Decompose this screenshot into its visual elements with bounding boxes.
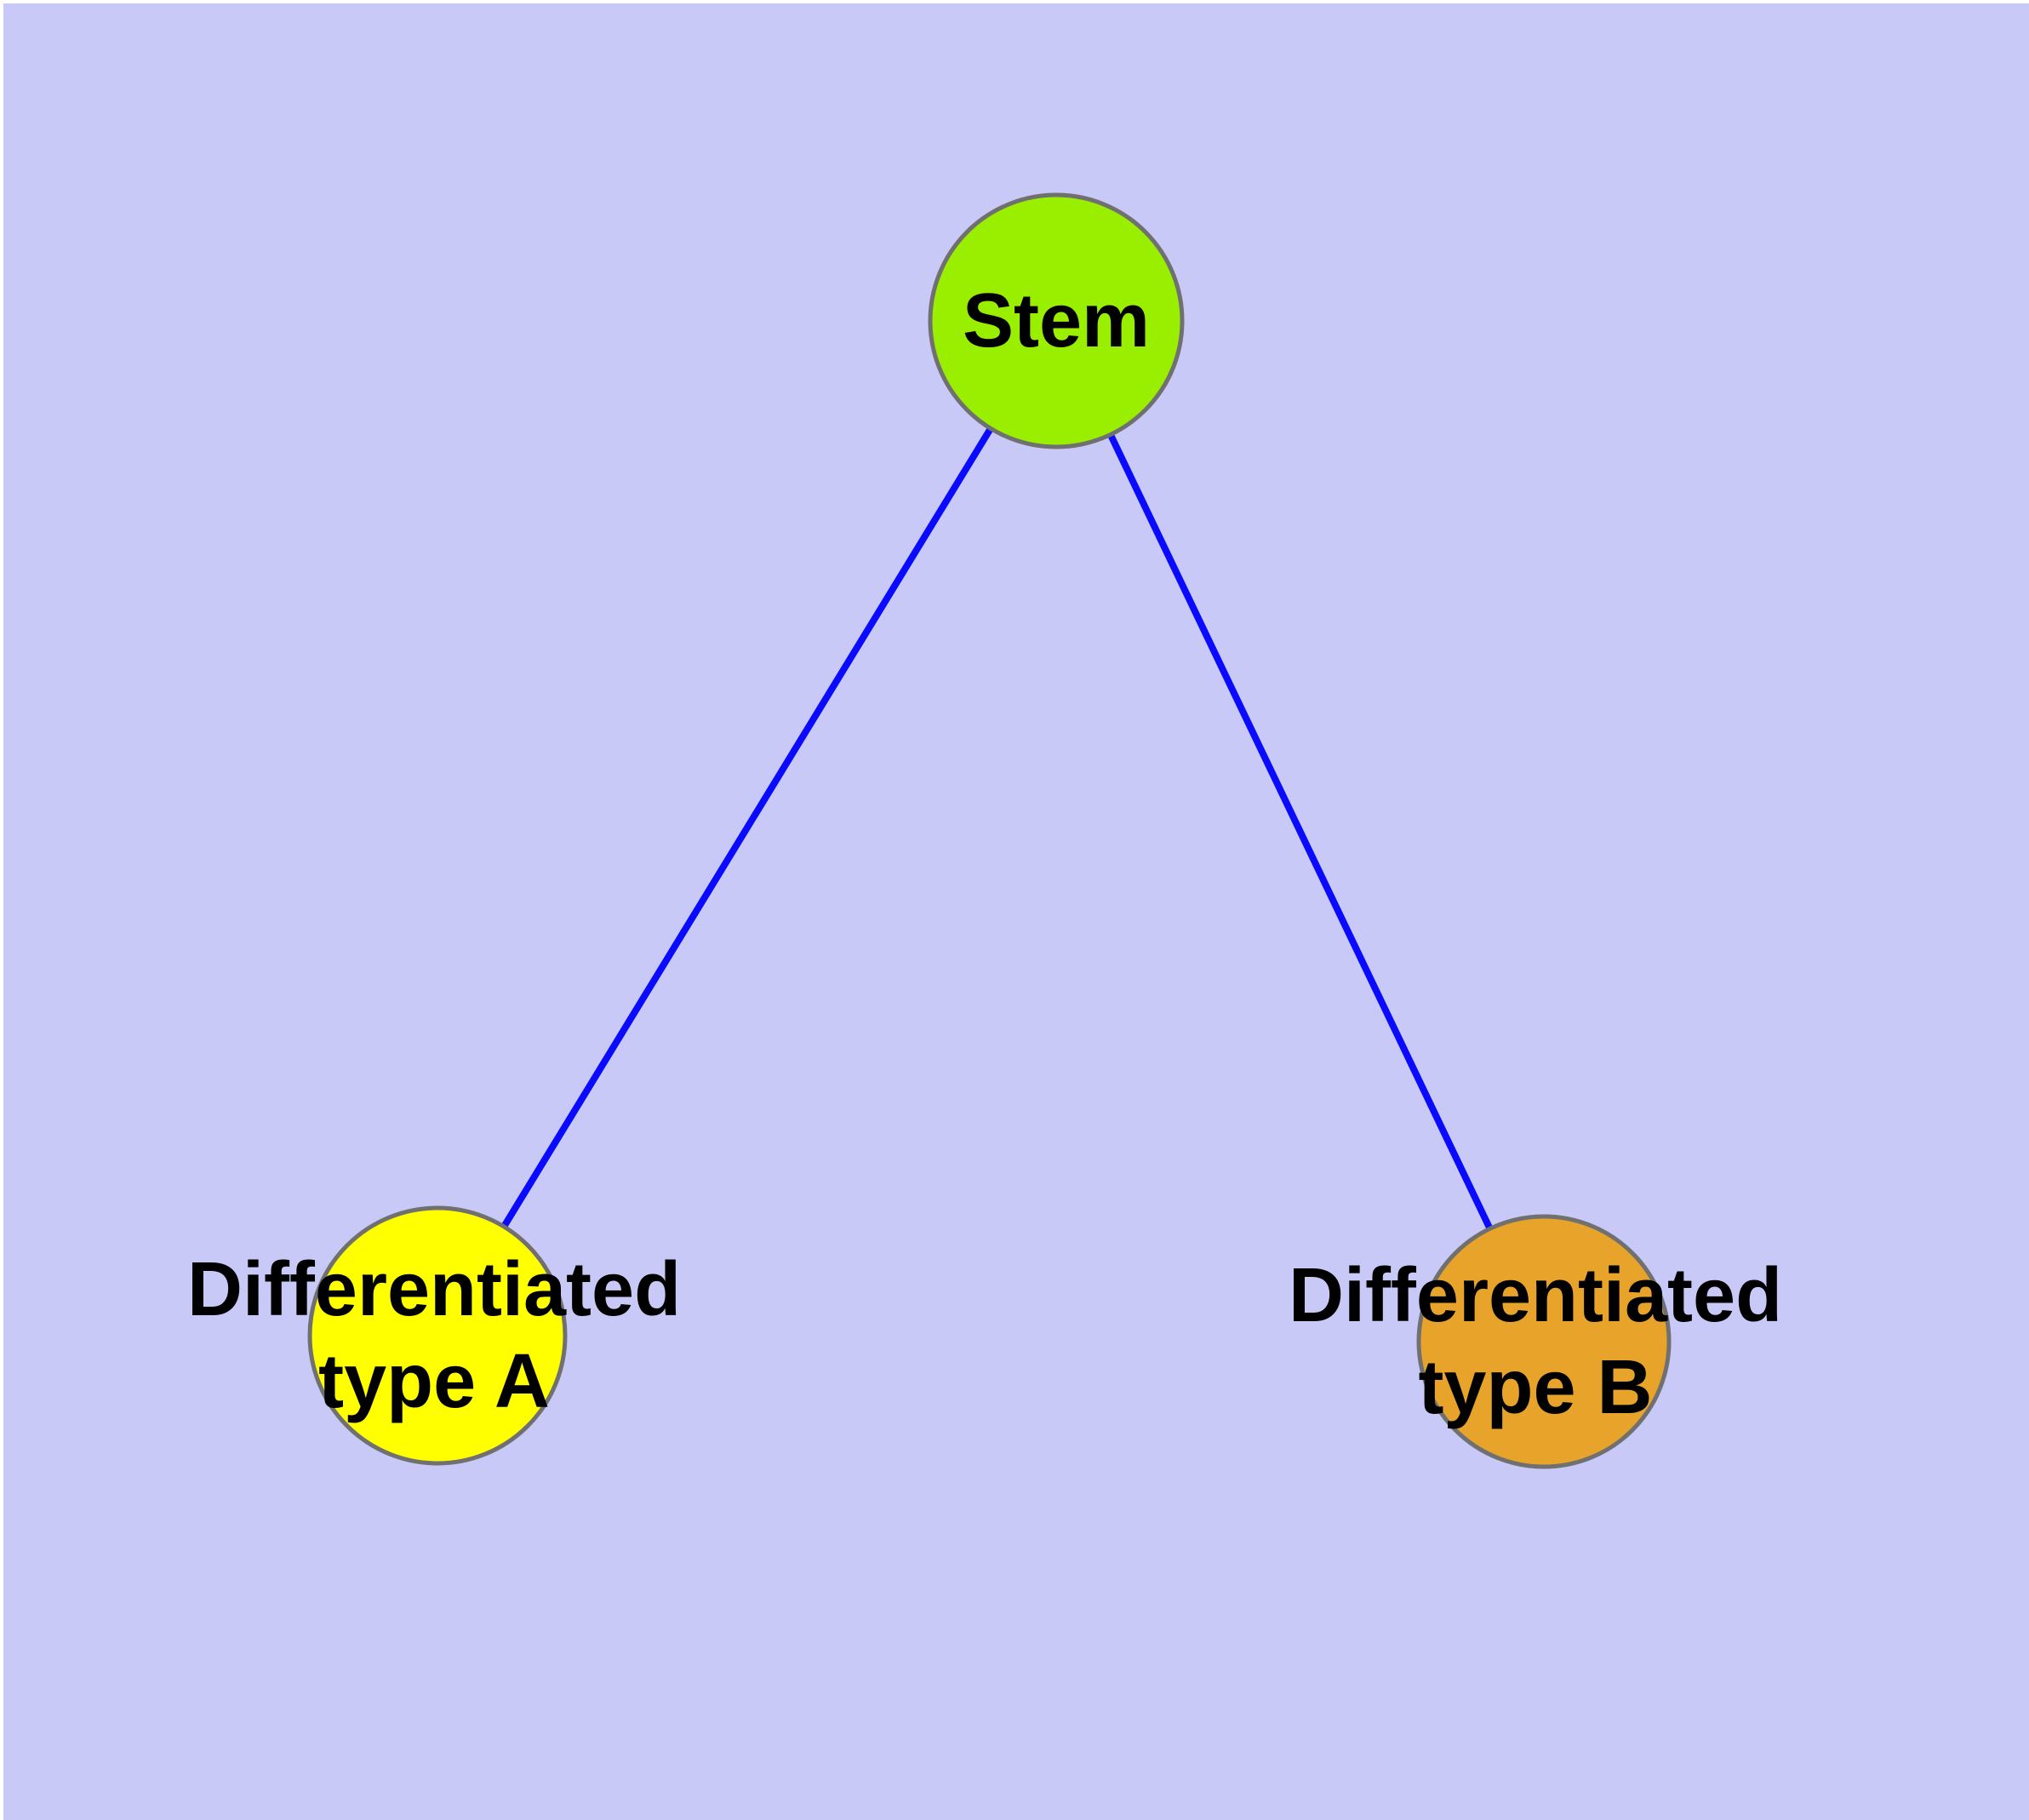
node-circle-stem (928, 192, 1185, 449)
edge-stem-to-type-b (1053, 319, 1547, 1343)
node-label-stem: Stem (963, 275, 1150, 367)
node-circle-type-a (307, 1205, 568, 1466)
node-circle-type-b (1416, 1214, 1672, 1469)
node-label-type-a-line2: type A (318, 1339, 550, 1424)
node-label-stem-text: Stem (962, 278, 1151, 363)
node-label-type-b-line2: type B (1418, 1345, 1653, 1430)
node-label-type-a-line1: Differentiated (186, 1247, 682, 1332)
diagram-background: Stem Differentiated type A Differentiate… (3, 3, 2029, 1820)
node-label-type-a: Differentiated type A (187, 1244, 681, 1428)
node-label-type-b: Differentiated type B (1289, 1250, 1782, 1434)
node-label-type-b-line1: Differentiated (1288, 1253, 1783, 1338)
edge-stem-to-type-a (434, 318, 1060, 1338)
graph-svg (307, 192, 1672, 1469)
